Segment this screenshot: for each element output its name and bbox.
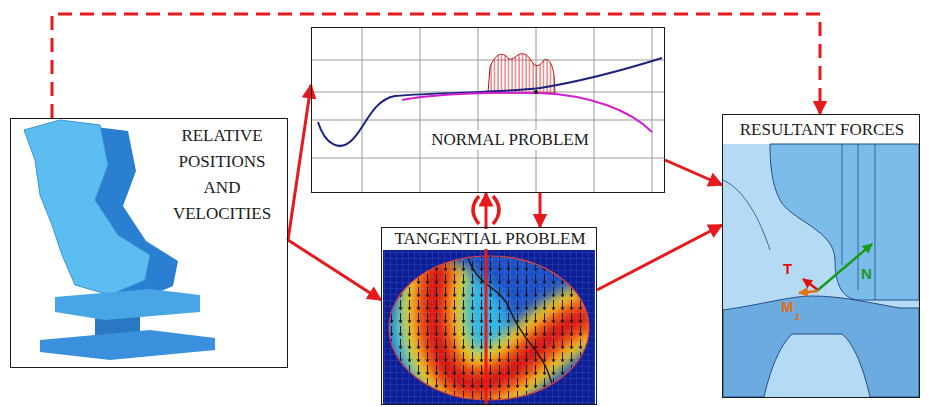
flow-arrow xyxy=(288,240,381,300)
flow-arrow xyxy=(288,85,311,240)
output-box: RESULTANT FORCES xyxy=(722,114,920,398)
axis-label: T xyxy=(783,260,792,277)
contact-force-model xyxy=(723,144,919,397)
contact-point xyxy=(534,90,538,94)
plot-box: NORMAL PROBLEM xyxy=(311,27,665,193)
axis-label: z xyxy=(795,311,800,322)
flow-arrow xyxy=(52,14,820,118)
box-ground xyxy=(10,118,288,368)
normal-plot xyxy=(312,28,664,192)
box-title: RESULTANT FORCES xyxy=(738,120,906,140)
axis-label: N xyxy=(861,265,872,282)
flow-arrow xyxy=(485,193,488,405)
bracket xyxy=(473,196,479,224)
label-holder: M xyxy=(781,298,794,316)
box-ground xyxy=(311,27,665,193)
wheel-profile-curve xyxy=(402,93,652,132)
heatmap-box: TANGENTIAL PROBLEM xyxy=(381,227,597,405)
label-holder: T xyxy=(783,260,792,278)
flow-arrow xyxy=(539,193,542,227)
box-title: TANGENTIAL PROBLEM xyxy=(392,229,587,249)
traction-heatmap xyxy=(383,250,595,404)
box-title: NORMAL PROBLEM xyxy=(429,130,591,150)
label-holder: z xyxy=(795,306,800,325)
rail-foot xyxy=(40,330,215,360)
rail-head xyxy=(55,289,200,320)
input-box: RELATIVE POSITIONS AND VELOCITIES xyxy=(10,118,288,368)
bracket xyxy=(493,196,499,224)
box-ground xyxy=(381,227,597,405)
flow-arrow xyxy=(597,225,722,290)
axis-label: M xyxy=(781,298,794,315)
box-ground xyxy=(722,114,920,398)
wheel-face xyxy=(24,120,150,295)
label-holder: N xyxy=(861,265,872,283)
box-title: RELATIVE POSITIONS AND VELOCITIES xyxy=(159,123,285,227)
flow-arrow xyxy=(665,160,722,185)
